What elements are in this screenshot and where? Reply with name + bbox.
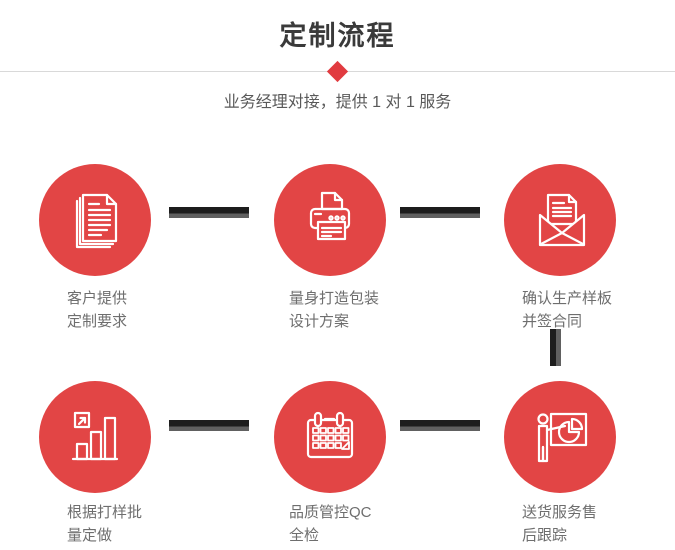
step-label-4: 根据打样批 量定做 [67,501,237,547]
envelope-icon [538,193,586,247]
step-circle-1 [39,164,151,276]
bar-chart-icon [71,411,119,461]
step-label-1-line1: 客户提供 [67,290,128,307]
step-label-6: 送货服务售 后跟踪 [522,501,675,547]
step-label-3-line1: 确认生产样板 [522,290,613,307]
step-circle-3 [504,164,616,276]
step-circle-5 [274,381,386,493]
step-label-1: 客户提供 定制要求 [67,287,237,333]
step-label-2-line2: 设计方案 [289,313,350,330]
step-label-2-line1: 量身打造包装 [289,290,380,307]
step-circle-4 [39,381,151,493]
step-label-1-line2: 定制要求 [67,313,128,330]
presentation-icon [537,412,588,463]
documents-icon [75,193,118,249]
step-label-5: 品质管控QC 全检 [289,501,459,547]
step-label-6-line1: 送货服务售 [522,504,598,521]
connector-top-1 [169,207,249,218]
subtitle: 业务经理对接，提供 1 对 1 服务 [223,94,452,111]
step-label-5-line1: 品质管控QC [289,504,372,521]
step-circle-2 [274,164,386,276]
connector-vertical [550,329,561,366]
red-diamond-icon [326,60,349,83]
step-label-3: 确认生产样板 并签合同 [522,287,675,333]
step-circle-6 [504,381,616,493]
step-label-4-line2: 量定做 [67,527,113,544]
step-label-3-line2: 并签合同 [522,313,583,330]
step-label-2: 量身打造包装 设计方案 [289,287,459,333]
connector-bottom-2 [400,420,480,431]
step-label-4-line1: 根据打样批 [67,504,143,521]
printer-icon [309,191,351,241]
step-label-6-line2: 后跟踪 [522,527,568,544]
calendar-icon [306,411,354,459]
connector-bottom-1 [169,420,249,431]
page-title: 定制流程 [279,21,396,51]
connector-top-2 [400,207,480,218]
step-label-5-line2: 全检 [289,527,320,544]
